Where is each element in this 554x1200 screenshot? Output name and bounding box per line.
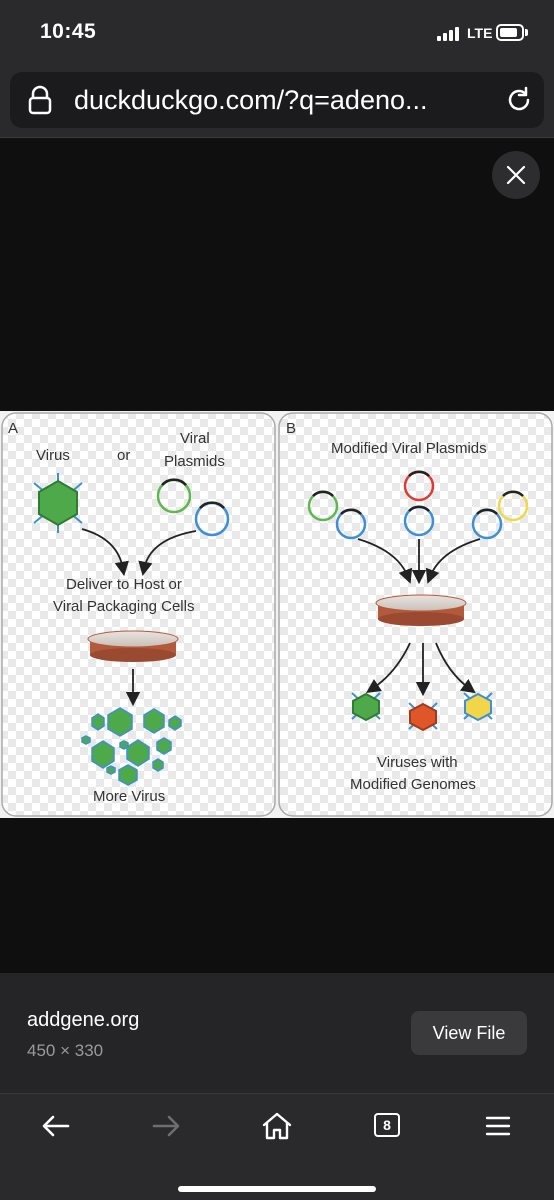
virus-green-icon	[351, 692, 381, 722]
virus-icon	[33, 473, 83, 533]
deliver-line-2: Viral Packaging Cells	[53, 598, 194, 615]
status-bar: 10:45 LTE	[0, 0, 554, 62]
image-info-bar: addgene.org 450 × 330 View File	[0, 973, 554, 1093]
panel-a-letter: A	[8, 420, 18, 437]
plasmid-icon	[497, 490, 529, 522]
battery-icon	[496, 24, 524, 41]
tabs-icon[interactable]: 8	[374, 1113, 400, 1137]
plasmid-icon	[403, 470, 435, 502]
plasmid-icon	[156, 478, 192, 514]
browser-header: duckduckgo.com/?q=adeno...	[0, 62, 554, 138]
back-arrow-icon[interactable]	[36, 1110, 76, 1142]
url-text[interactable]: duckduckgo.com/?q=adeno...	[74, 85, 428, 115]
result-line-1: Viruses with	[377, 754, 458, 771]
culture-dish	[375, 594, 467, 626]
network-type: LTE	[467, 25, 493, 41]
panel-b-letter: B	[286, 420, 296, 437]
culture-dish	[87, 630, 179, 662]
virus-red-icon	[408, 702, 438, 732]
result-line-2: Modified Genomes	[350, 776, 476, 793]
lock-icon	[28, 85, 52, 115]
signal-strength-icon	[437, 27, 465, 41]
bottom-toolbar: 8	[0, 1093, 554, 1200]
forward-arrow-icon[interactable]	[146, 1110, 186, 1142]
plasmid-icon	[403, 505, 435, 537]
address-bar[interactable]: duckduckgo.com/?q=adeno...	[10, 72, 544, 128]
plasmid-icon	[194, 501, 230, 537]
viral-label: Viral	[180, 430, 210, 447]
panel-b-title: Modified Viral Plasmids	[331, 440, 487, 457]
view-file-button[interactable]: View File	[411, 1011, 527, 1055]
more-virus-label: More Virus	[93, 788, 165, 805]
reload-icon[interactable]	[504, 85, 534, 115]
close-button[interactable]	[492, 151, 540, 199]
plasmid-icon	[335, 508, 367, 540]
status-time: 10:45	[40, 20, 97, 43]
virus-label: Virus	[36, 447, 70, 464]
figure-graphic: A Virus or Viral Plasmids Deliver to Hos…	[1, 412, 553, 817]
or-label: or	[117, 447, 130, 464]
figure-image[interactable]: A Virus or Viral Plasmids Deliver to Hos…	[0, 411, 554, 818]
plasmids-label: Plasmids	[164, 453, 225, 470]
battery-tip	[525, 29, 528, 36]
menu-icon[interactable]	[478, 1110, 518, 1142]
home-icon[interactable]	[257, 1110, 297, 1142]
deliver-line-1: Deliver to Host or	[66, 576, 182, 593]
plasmid-icon	[471, 508, 503, 540]
virus-cluster	[81, 707, 182, 786]
close-icon	[506, 165, 526, 185]
virus-yellow-icon	[463, 692, 493, 722]
image-source[interactable]: addgene.org	[27, 1009, 140, 1031]
plasmid-icon	[307, 490, 339, 522]
home-indicator[interactable]	[178, 1186, 376, 1192]
image-dimensions: 450 × 330	[27, 1041, 104, 1060]
